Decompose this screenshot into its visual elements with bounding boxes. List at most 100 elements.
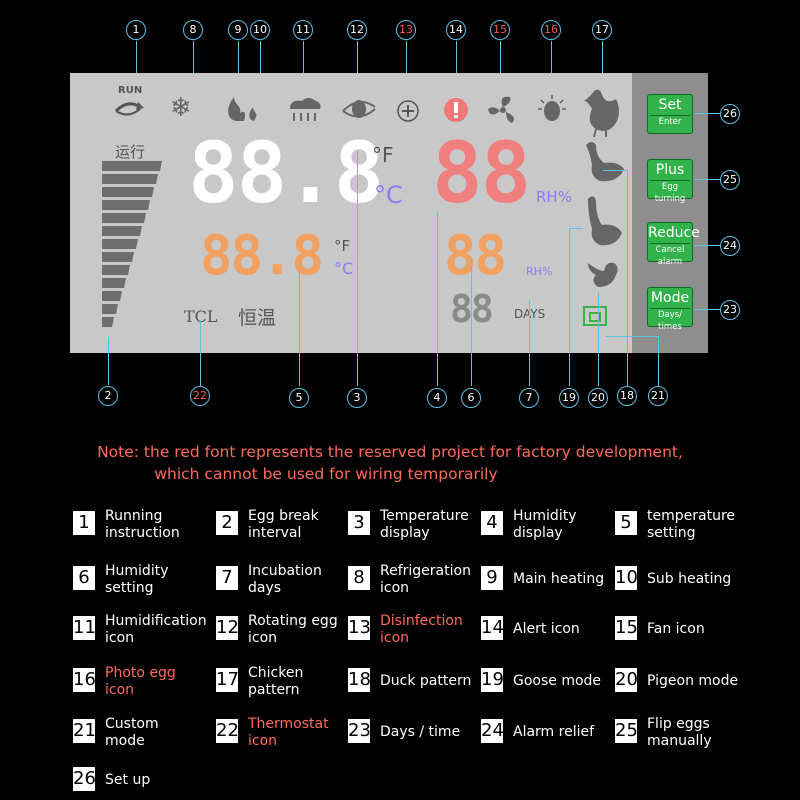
legend-number: 25 bbox=[615, 719, 638, 743]
alert-icon bbox=[444, 98, 468, 122]
legend-number: 14 bbox=[481, 616, 504, 640]
legend-number: 3 bbox=[348, 511, 370, 535]
callout-17: 17 bbox=[592, 20, 612, 40]
callout-2: 2 bbox=[98, 386, 118, 406]
legend-label: Sub heating bbox=[647, 571, 732, 587]
legend-label: Days / time bbox=[380, 724, 461, 740]
humidity-setting: 88 bbox=[444, 224, 507, 287]
note-line-2: which cannot be used for wiring temporar… bbox=[154, 465, 498, 483]
legend-number: 9 bbox=[481, 566, 503, 590]
legend-number: 19 bbox=[481, 668, 504, 692]
reduce-button[interactable]: Reduce Cancel alarm bbox=[647, 222, 700, 267]
goose-icon bbox=[588, 196, 622, 246]
callout-23: 23 bbox=[720, 300, 740, 320]
set-enter-button[interactable]: Set Enter bbox=[647, 94, 693, 134]
humidify-cloud-icon bbox=[290, 98, 321, 121]
legend-number: 20 bbox=[615, 668, 638, 692]
reduce-button-sub: Cancel alarm bbox=[650, 243, 690, 268]
callout-12: 12 bbox=[347, 20, 367, 40]
legend-number: 11 bbox=[73, 616, 96, 640]
legend-number: 22 bbox=[216, 719, 239, 743]
run-label: RUN bbox=[118, 85, 143, 96]
tcl-label: TCL bbox=[184, 307, 218, 326]
fan-icon bbox=[488, 96, 514, 123]
legend-number: 4 bbox=[481, 511, 503, 535]
custom-mode-icon bbox=[583, 306, 607, 326]
mode-button-main: Mode bbox=[650, 290, 690, 306]
callout-3: 3 bbox=[347, 388, 367, 408]
lcd-screen: RUN ❄ bbox=[70, 73, 632, 353]
mode-button[interactable]: Mode Days/ times bbox=[647, 287, 693, 332]
callout-25: 25 bbox=[720, 170, 740, 190]
mode-button-sub: Days/ times bbox=[650, 308, 690, 333]
set-unit-f: °F bbox=[334, 237, 351, 255]
callout-7: 7 bbox=[519, 388, 539, 408]
egg-break-interval-bars bbox=[102, 161, 162, 327]
callout-20: 20 bbox=[588, 388, 608, 408]
chicken-icon bbox=[584, 89, 619, 137]
callout-6: 6 bbox=[461, 388, 481, 408]
legend-label: Duck pattern bbox=[380, 673, 472, 689]
legend-number: 18 bbox=[348, 668, 371, 692]
legend-number: 16 bbox=[73, 668, 96, 692]
callout-8: 8 bbox=[183, 20, 203, 40]
thermostat-label-cn: 恒温 bbox=[238, 307, 277, 329]
legend-number: 13 bbox=[348, 616, 371, 640]
callout-1: 1 bbox=[126, 20, 146, 40]
callout-5: 5 bbox=[289, 388, 309, 408]
temp-unit-c: °C bbox=[374, 181, 403, 209]
plus-button-main: Plus bbox=[655, 162, 685, 178]
legend-number: 26 bbox=[73, 767, 96, 791]
callout-11: 11 bbox=[293, 20, 313, 40]
legend-number: 24 bbox=[481, 719, 504, 743]
plus-button[interactable]: Plus Egg turning bbox=[647, 159, 693, 204]
temperature-setting: 88.8 bbox=[200, 224, 324, 287]
legend-number: 12 bbox=[216, 616, 239, 640]
temp-unit-f: °F bbox=[372, 143, 394, 167]
legend-number: 7 bbox=[216, 566, 238, 590]
legend-label: Fan icon bbox=[647, 621, 705, 637]
legend-number: 10 bbox=[615, 566, 638, 590]
humidity-unit: RH% bbox=[536, 188, 572, 206]
running-label-cn: 运行 bbox=[115, 143, 146, 161]
callout-26: 26 bbox=[720, 104, 740, 124]
callout-10: 10 bbox=[250, 20, 270, 40]
lcd-panel: RUN ❄ bbox=[70, 73, 708, 353]
callout-21: 21 bbox=[648, 386, 668, 406]
callout-22: 22 bbox=[190, 386, 210, 406]
set-unit-c: °C bbox=[334, 259, 354, 278]
temperature-display: 88.8 bbox=[188, 124, 384, 222]
callout-14: 14 bbox=[446, 20, 466, 40]
legend-number: 2 bbox=[216, 511, 238, 535]
callout-19: 19 bbox=[559, 388, 579, 408]
legend-label: Set up bbox=[105, 772, 151, 788]
reduce-button-main: Reduce bbox=[648, 225, 700, 241]
legend-number: 21 bbox=[73, 719, 96, 743]
legend-number: 8 bbox=[348, 566, 370, 590]
callout-15: 15 bbox=[490, 20, 510, 40]
callout-16: 16 bbox=[541, 20, 561, 40]
callout-24: 24 bbox=[720, 236, 740, 256]
plus-button-sub: Egg turning bbox=[650, 180, 690, 205]
callout-13: 13 bbox=[396, 20, 416, 40]
flame-icon bbox=[228, 97, 257, 121]
rotating-egg-icon bbox=[342, 100, 376, 118]
callout-4: 4 bbox=[427, 388, 447, 408]
set-button-main: Set bbox=[658, 97, 682, 113]
legend-label: Goose mode bbox=[513, 673, 602, 689]
set-humidity-unit: RH% bbox=[526, 265, 553, 278]
legend-label: Alert icon bbox=[513, 621, 580, 637]
legend-label: Main heating bbox=[513, 571, 605, 587]
